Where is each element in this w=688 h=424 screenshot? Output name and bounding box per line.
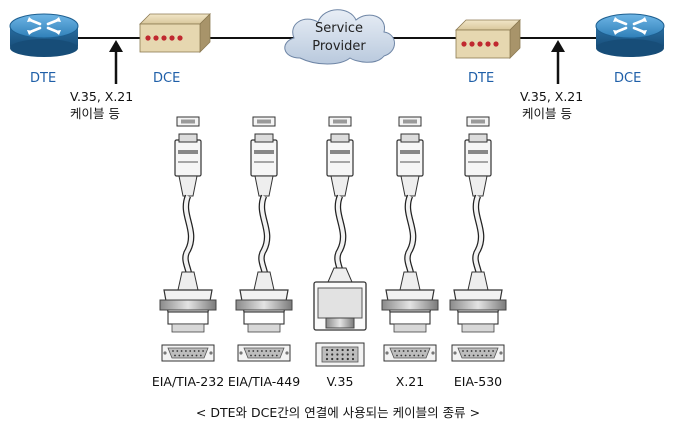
right-note-line2: 케이블 등 <box>522 106 572 121</box>
cable-eia-tia-449: EIA/TIA-449 <box>228 116 300 389</box>
figure-caption: < DTE와 DCE간의 연결에 사용되는 케이블의 종류 > <box>196 405 480 420</box>
cloud-label-line2: Provider <box>312 39 366 54</box>
cable-label: EIA-530 <box>454 374 502 389</box>
modem-icon <box>455 19 521 59</box>
cloud-label-line1: Service <box>315 21 363 36</box>
cable-label: V.35 <box>327 374 354 389</box>
right-modem-label: DTE <box>468 71 494 86</box>
left-note-line2: 케이블 등 <box>70 106 120 121</box>
arrow-up-icon <box>109 40 123 84</box>
left-router-label: DTE <box>30 71 56 86</box>
arrow-up-icon <box>551 40 565 84</box>
cable-v-35: V.35 <box>313 116 367 389</box>
cable-x-21: X.21 <box>381 116 439 389</box>
cable-label: EIA/TIA-232 <box>152 374 224 389</box>
cable-eia-tia-232: EIA/TIA-232 <box>152 116 224 389</box>
cloud-icon <box>284 9 395 65</box>
router-icon <box>595 13 665 57</box>
cable-label: EIA/TIA-449 <box>228 374 300 389</box>
left-modem-label: DCE <box>153 71 180 86</box>
cable-eia-530: EIA-530 <box>449 116 507 389</box>
modem-icon <box>139 13 211 53</box>
right-note-line1: V.35, X.21 <box>520 89 583 104</box>
cable-set: EIA/TIA-232 EIA/TIA-449 V.35 X.21 EIA-530 <box>152 116 507 389</box>
right-router-label: DCE <box>614 71 641 86</box>
cable-label: X.21 <box>396 374 424 389</box>
left-note-line1: V.35, X.21 <box>70 89 133 104</box>
router-icon <box>9 13 79 57</box>
